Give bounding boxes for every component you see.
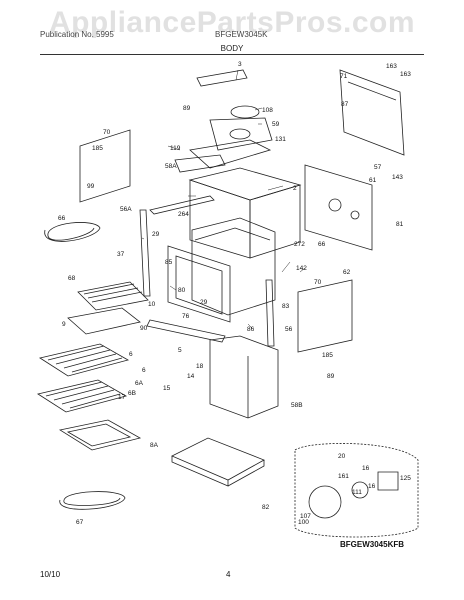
oven-rack-lower <box>36 379 128 413</box>
part-callout: 59 <box>272 121 280 128</box>
part-callout: 18 <box>196 363 204 370</box>
part-callout: 107 <box>300 513 311 520</box>
part-callout: 272 <box>294 241 305 248</box>
part-callout: 131 <box>275 136 286 143</box>
part-callout: 70 <box>314 279 322 286</box>
convection-fan-inset <box>294 443 419 538</box>
part-callout: 6 <box>142 367 146 374</box>
part-callout: 16 <box>368 483 376 490</box>
right-side-panel <box>297 279 353 353</box>
part-callout: 99 <box>87 183 95 190</box>
publication-number: Publication No. 5995 <box>40 30 114 39</box>
left-rail <box>139 209 151 297</box>
cabinet-side <box>249 184 301 259</box>
part-callout: 163 <box>400 71 411 78</box>
wiring-panel <box>304 164 373 251</box>
part-callout: 62 <box>343 269 351 276</box>
section-title: BODY <box>220 44 244 53</box>
oven-rack-upper <box>38 343 130 377</box>
part-callout: 56A <box>120 206 132 213</box>
part-callout: 5 <box>178 347 182 354</box>
left-side-panel <box>79 129 131 203</box>
part-callout: 125 <box>400 475 411 482</box>
cabinet-front <box>189 179 251 259</box>
top-trim-bar <box>149 195 215 215</box>
part-callout: 20 <box>338 453 346 460</box>
broil-element <box>44 222 101 242</box>
part-callout: 6A <box>135 380 144 387</box>
header-rule <box>40 54 424 55</box>
part-callout: 15 <box>163 385 171 392</box>
part-callout: 185 <box>322 352 333 359</box>
model-header: BFGEW3045K <box>215 30 268 39</box>
top-bracket <box>196 69 248 87</box>
part-callout: 8A <box>150 442 159 449</box>
part-callout: 89 <box>183 105 191 112</box>
rear-panel <box>339 69 405 156</box>
part-callout: 2 <box>293 185 297 192</box>
broil-pan <box>67 307 141 335</box>
part-callout: 66 <box>318 241 326 248</box>
right-rail <box>265 279 275 347</box>
part-callout: 67 <box>76 519 84 526</box>
part-callout: 14 <box>187 373 195 380</box>
watermark: AppliancePartsPros.com <box>48 6 416 39</box>
part-callout: 58B <box>291 402 303 409</box>
oven-cavity <box>191 217 276 316</box>
part-callout: 264 <box>178 211 189 218</box>
part-callout: 86 <box>247 326 255 333</box>
part-callout: 85 <box>165 259 173 266</box>
fan-housing <box>209 117 273 151</box>
part-callout: 66 <box>58 215 66 222</box>
part-callout: 82 <box>262 504 270 511</box>
model-label: BFGEW3045KFB <box>340 540 405 549</box>
part-callout: 83 <box>282 303 290 310</box>
broil-pan-grid <box>77 281 149 311</box>
part-callout: 71 <box>340 73 348 80</box>
part-callout: 111 <box>352 489 362 496</box>
part-callout: 9 <box>62 321 66 328</box>
part-callout: 100 <box>298 519 309 526</box>
part-callout: 81 <box>396 221 404 228</box>
part-callout: 68 <box>68 275 76 282</box>
fan-motor <box>230 105 260 119</box>
footer-date: 10/10 <box>40 570 61 579</box>
part-callout: 87 <box>341 101 349 108</box>
vent-duct <box>189 139 272 169</box>
part-callout: 119 <box>170 145 181 152</box>
part-callout: 80 <box>178 287 186 294</box>
part-callout: 161 <box>338 473 349 480</box>
footer-page: 4 <box>226 570 231 579</box>
part-callout: 29 <box>152 231 160 238</box>
lower-panel <box>209 335 279 419</box>
front-trim <box>146 319 226 343</box>
part-callout: 3 <box>238 61 242 68</box>
part-callout: 143 <box>392 174 403 181</box>
part-callout: 10 <box>148 301 156 308</box>
part-callout: 90 <box>140 325 148 332</box>
part-callout: 163 <box>386 63 397 70</box>
part-callout: 56 <box>285 326 293 333</box>
door-glass <box>58 419 142 451</box>
part-callout: 37 <box>117 251 125 258</box>
part-callout: 70 <box>103 129 111 136</box>
part-callout: 6B <box>128 390 136 397</box>
part-callout: 185 <box>92 145 103 152</box>
part-callout: 108 <box>262 107 273 114</box>
part-callout: 76 <box>182 313 190 320</box>
cabinet-top <box>188 167 302 201</box>
part-callout: 16 <box>362 465 370 472</box>
part-callout: 142 <box>296 265 307 272</box>
part-callout: 29 <box>200 299 208 306</box>
door-frame <box>167 245 231 323</box>
bake-element <box>59 491 126 510</box>
part-callout: 58A <box>165 163 177 170</box>
part-callout: 61 <box>369 177 377 184</box>
part-callout: 89 <box>327 373 335 380</box>
part-callout: 57 <box>374 164 382 171</box>
part-callout: 17 <box>118 394 126 401</box>
part-callout: 6 <box>129 351 133 358</box>
